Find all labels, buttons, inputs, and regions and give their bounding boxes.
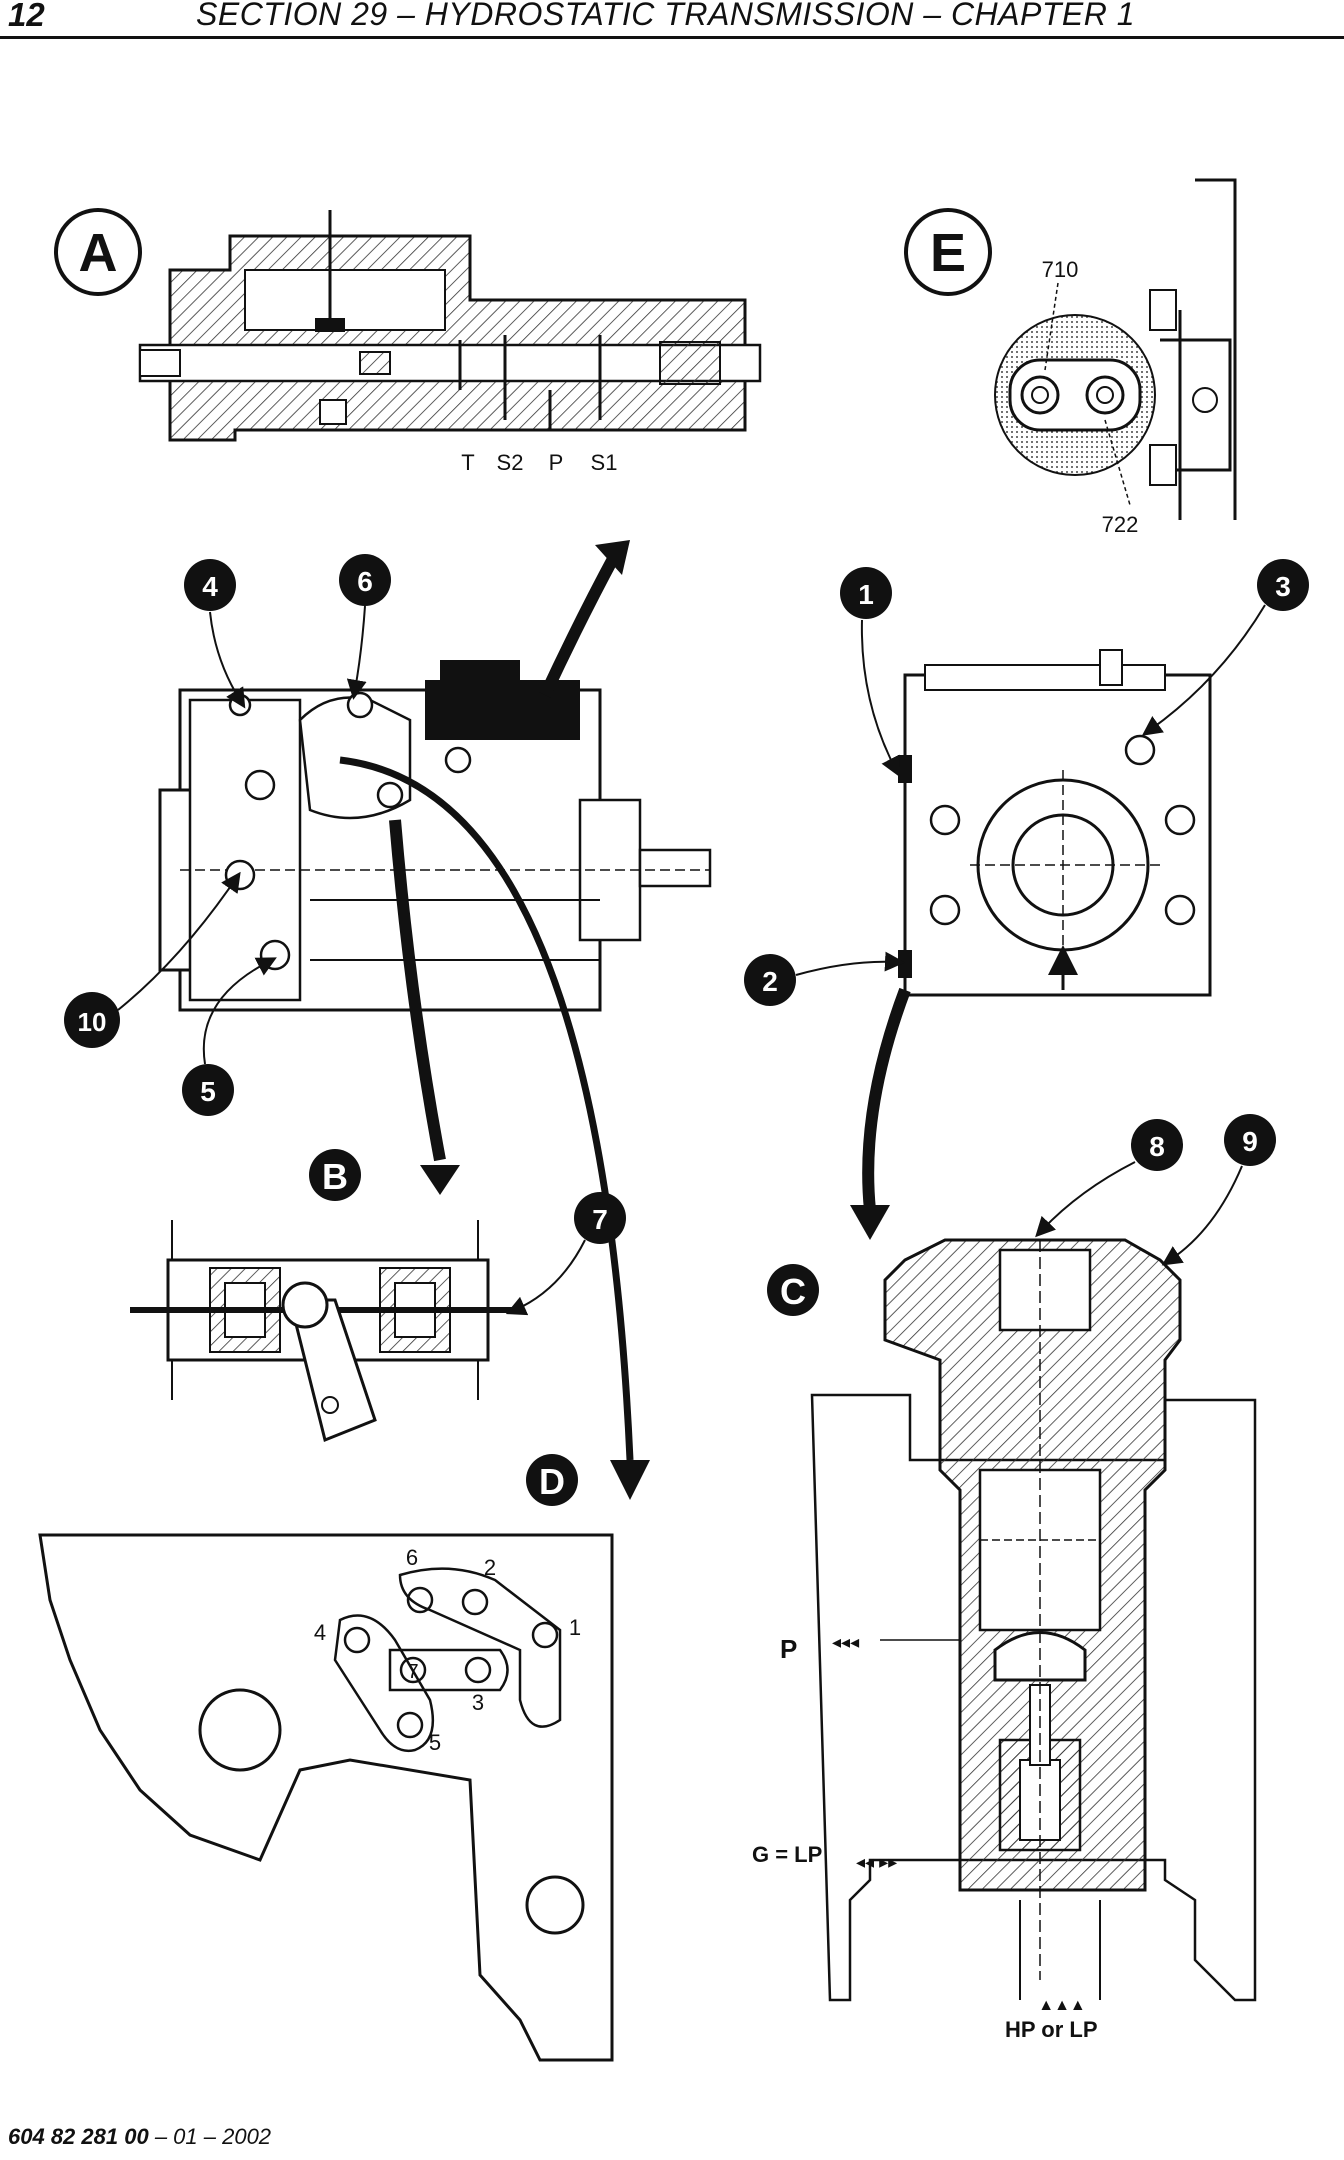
flow-p-arrows: ◂◂◂ bbox=[832, 1632, 859, 1652]
port-t-label: T bbox=[461, 450, 474, 475]
hole-6-label: 6 bbox=[406, 1545, 418, 1570]
view-e-diagram: E 710 722 bbox=[904, 178, 1237, 537]
callout-8 bbox=[1131, 1119, 1183, 1171]
view-d-badge bbox=[526, 1454, 578, 1506]
callout-10-label: 10 bbox=[78, 1007, 107, 1037]
callout-3-label: 3 bbox=[1275, 571, 1291, 602]
flow-up-arrows: ▲▲▲ bbox=[1038, 1997, 1086, 2014]
callout-8-label: 8 bbox=[1149, 1131, 1165, 1162]
ref-710-label: 710 bbox=[1042, 257, 1079, 282]
page-number: 12 bbox=[8, 0, 45, 33]
view-e-badge bbox=[904, 208, 992, 296]
callout-6-label: 6 bbox=[357, 566, 373, 597]
footer-doc-id: 604 82 281 00 – 01 – 2002 bbox=[8, 2124, 271, 2150]
hole-4-label: 4 bbox=[314, 1620, 326, 1645]
view-a-diagram: A T S2 P S1 bbox=[54, 208, 762, 475]
view-b-letter: B bbox=[322, 1156, 348, 1197]
view-b-badge bbox=[309, 1149, 361, 1201]
callout-5-label: 5 bbox=[200, 1076, 216, 1107]
view-c-badge bbox=[767, 1264, 819, 1316]
pump-side-view bbox=[158, 660, 712, 1012]
header-rule bbox=[0, 36, 1344, 39]
port-p-label: P bbox=[549, 450, 564, 475]
callout-10 bbox=[64, 992, 120, 1048]
callout-4-label: 4 bbox=[202, 571, 218, 602]
port-s2-label: S2 bbox=[497, 450, 524, 475]
view-c-diagram: C bbox=[767, 1238, 1257, 2002]
hole-1-label: 1 bbox=[569, 1615, 581, 1640]
view-a-letter: A bbox=[79, 223, 118, 283]
flow-hp-label: HP or LP bbox=[1005, 2017, 1098, 2042]
hole-3-label: 3 bbox=[472, 1690, 484, 1715]
callout-7-label: 7 bbox=[592, 1204, 608, 1235]
callout-1 bbox=[840, 567, 892, 619]
flow-g-label: G = LP bbox=[752, 1842, 822, 1867]
doc-number: 604 82 281 00 bbox=[8, 2124, 149, 2149]
callout-6 bbox=[339, 554, 391, 606]
flow-p-label: P bbox=[780, 1634, 797, 1664]
hole-7-label: 7 bbox=[407, 1661, 418, 1683]
flow-g-arrows: ◂◂ ▸▸ bbox=[856, 1852, 897, 1872]
view-d-diagram: D 1 2 3 4 5 6 7 bbox=[38, 1454, 614, 2062]
port-s1-label: S1 bbox=[591, 450, 618, 475]
callout-4 bbox=[184, 559, 236, 611]
view-e-letter: E bbox=[930, 223, 966, 283]
view-d-letter: D bbox=[539, 1461, 565, 1502]
ref-722-label: 722 bbox=[1102, 512, 1139, 537]
doc-revision: – 01 – 2002 bbox=[148, 2124, 272, 2149]
callout-1-label: 1 bbox=[858, 579, 874, 610]
callout-7 bbox=[574, 1192, 626, 1244]
view-a-badge bbox=[54, 208, 142, 296]
hole-2-label: 2 bbox=[484, 1555, 496, 1580]
section-title: SECTION 29 – HYDROSTATIC TRANSMISSION – … bbox=[196, 0, 1136, 32]
callout-3 bbox=[1257, 559, 1309, 611]
callout-9-label: 9 bbox=[1242, 1126, 1258, 1157]
hole-5-label: 5 bbox=[429, 1730, 441, 1755]
callout-5 bbox=[182, 1064, 234, 1116]
callout-2 bbox=[744, 954, 796, 1006]
callout-9 bbox=[1224, 1114, 1276, 1166]
view-b-diagram: B bbox=[130, 1149, 520, 1443]
pump-front-view bbox=[898, 649, 1212, 997]
callout-2-label: 2 bbox=[762, 966, 778, 997]
view-c-letter: C bbox=[780, 1271, 806, 1312]
